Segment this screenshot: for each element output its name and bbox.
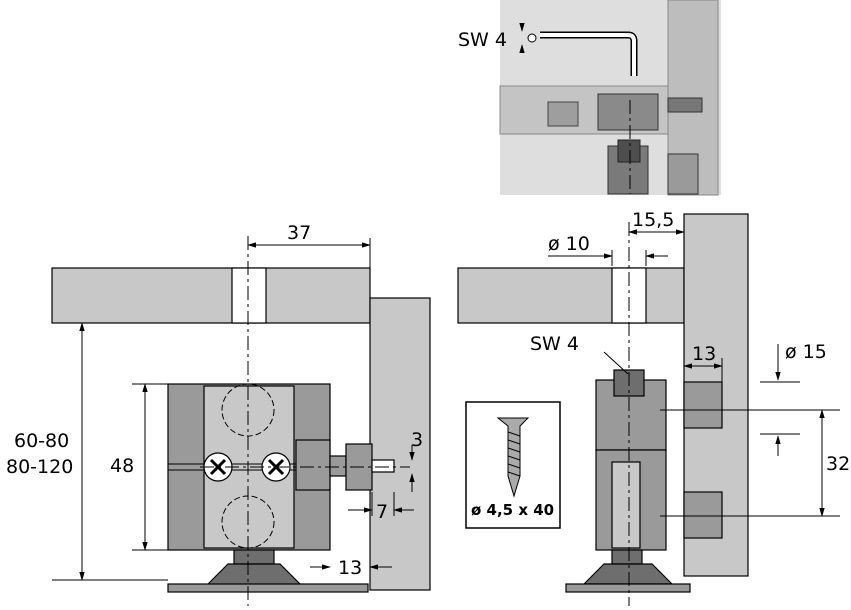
dowel-lower [683, 491, 723, 539]
shelf-bore-left [231, 267, 267, 324]
dim-48-label: 48 [110, 455, 134, 477]
dim-32-label: 32 [826, 453, 850, 475]
dim-13-left-label: 13 [338, 557, 362, 579]
sw4-side-label: SW 4 [530, 333, 579, 355]
dim-80-120-label: 80-120 [6, 456, 73, 478]
allen-key [540, 31, 638, 76]
sw4-photo-label: SW 4 [458, 29, 507, 51]
dim-phi15-label: ø 15 [785, 341, 827, 363]
shelf-panel-left [51, 267, 371, 324]
dowel-upper [683, 381, 723, 429]
side-panel-left [369, 297, 431, 591]
dim-60-80-label: 60-80 [14, 430, 69, 452]
dim-13-right-label: 13 [692, 343, 716, 365]
detail-photo: SW 4 [458, 0, 721, 196]
right-view: ø 4,5 x 40 ø 10 15,5 SW 4 13 ø 15 32 [457, 209, 850, 606]
screw-spec-label: ø 4,5 x 40 [471, 501, 554, 519]
dim-7-label: 7 [376, 501, 388, 523]
dim-37-label: 37 [287, 222, 311, 244]
dim-15-5-label: 15,5 [632, 209, 674, 231]
dim-3-label: 3 [411, 429, 423, 451]
shelf-panel-right [457, 267, 685, 324]
left-view: 37 48 60-80 80-120 3 7 13 [6, 222, 431, 606]
dim-phi10-label: ø 10 [548, 233, 590, 255]
